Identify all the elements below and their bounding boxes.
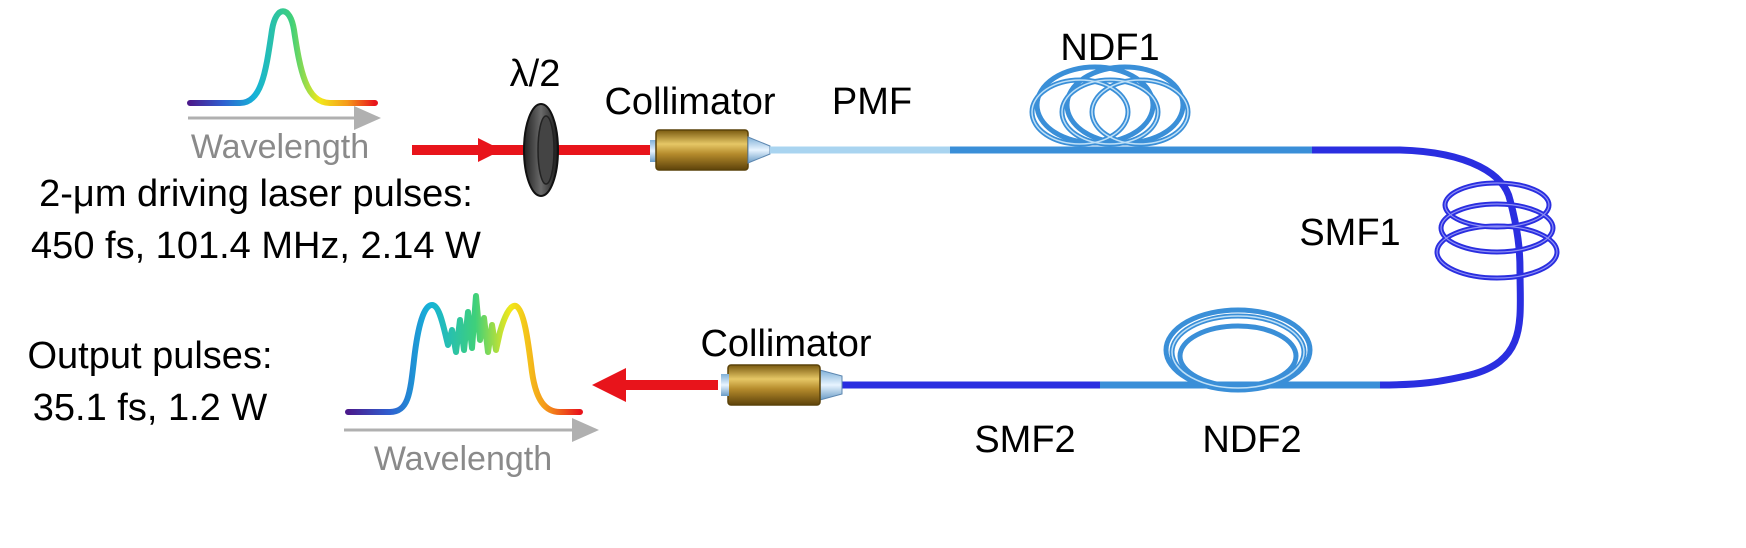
collimator-output: [721, 364, 843, 406]
collimator-input: [650, 129, 771, 171]
output-spectrum-curve: [345, 293, 583, 415]
collimator-input-label: Collimator: [604, 81, 775, 123]
ndf1-fiber: [950, 64, 1314, 154]
output-arrowhead: [592, 368, 626, 402]
output-spectrum: Wavelength: [344, 293, 599, 478]
output-wavelength-label: Wavelength: [374, 440, 552, 478]
smf1-label: SMF1: [1299, 212, 1400, 254]
input-pulse-description: 2-μm driving laser pulses:: [39, 173, 473, 215]
pmf-label: PMF: [832, 81, 912, 123]
output-pulse-description: Output pulses:: [27, 335, 272, 377]
output-pulse-parameters: 35.1 fs, 1.2 W: [33, 387, 268, 429]
ndf2-label: NDF2: [1202, 419, 1301, 461]
collimator-output-label: Collimator: [700, 323, 871, 365]
laser-direction-arrowhead: [478, 138, 502, 162]
smf2-label: SMF2: [974, 419, 1075, 461]
half-wave-plate-label: λ/2: [510, 53, 561, 95]
half-wave-plate: [523, 103, 559, 197]
ndf2-fiber: [1098, 307, 1380, 393]
input-spectrum: Wavelength: [187, 8, 381, 166]
input-spectrum-curve: [187, 8, 378, 106]
input-wavelength-label: Wavelength: [191, 128, 369, 166]
input-laser-beam: [412, 138, 652, 162]
output-laser-beam: [592, 368, 718, 402]
ndf1-label: NDF1: [1060, 27, 1159, 69]
input-pulse-parameters: 450 fs, 101.4 MHz, 2.14 W: [31, 225, 481, 267]
